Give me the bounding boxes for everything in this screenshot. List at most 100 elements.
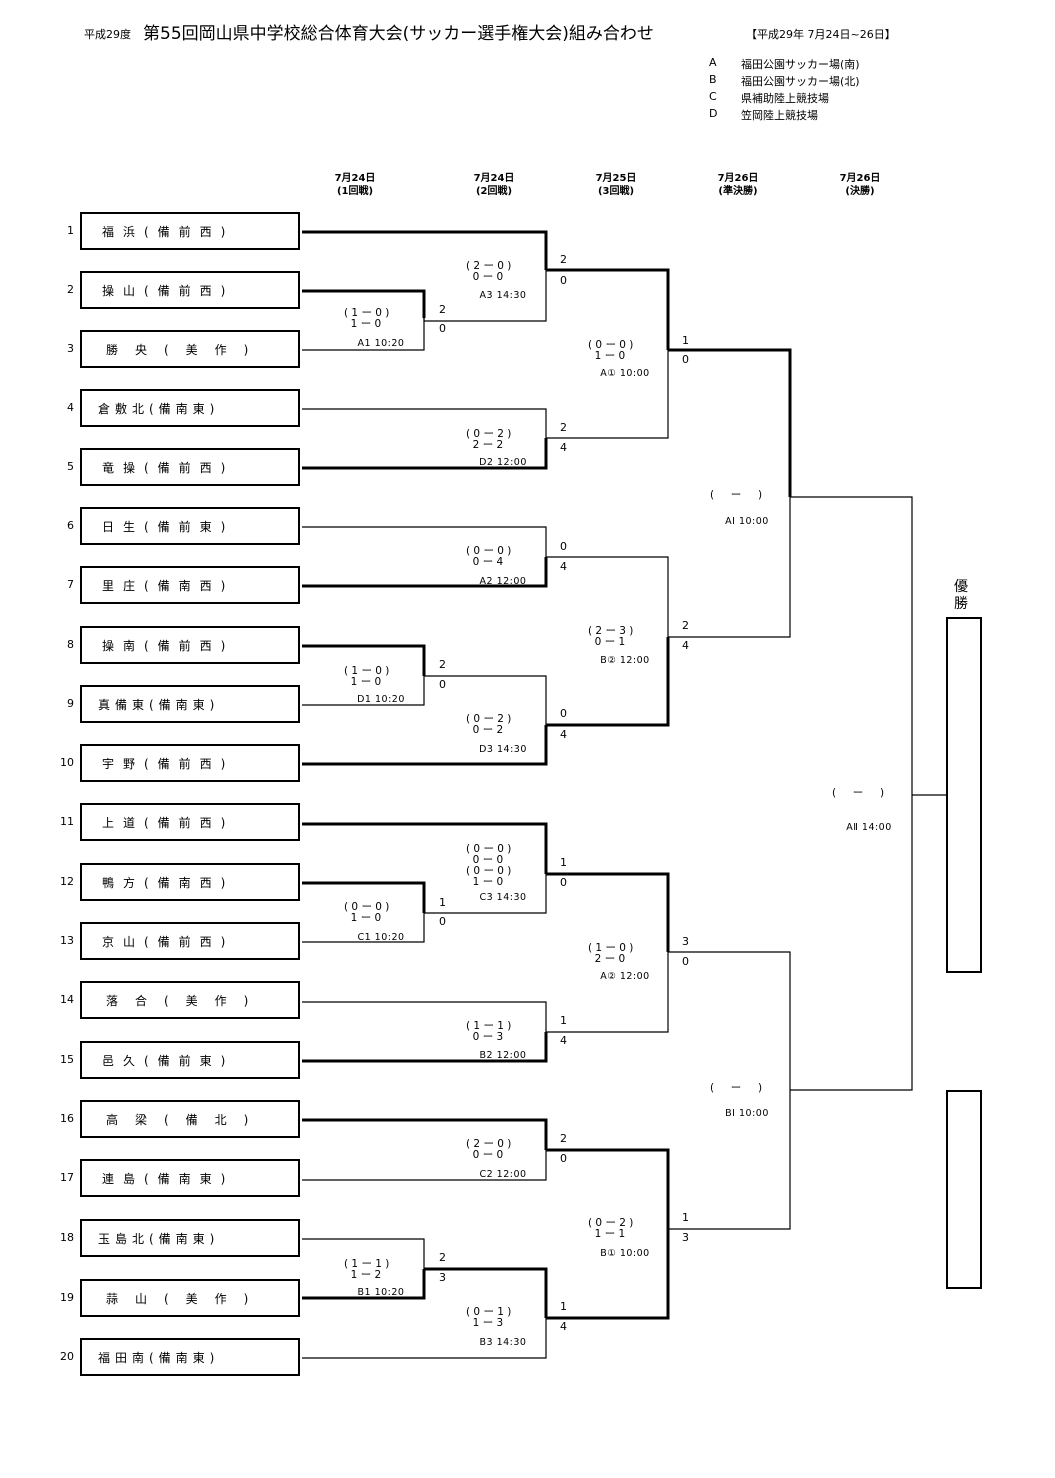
match-label: A① 10:00 bbox=[600, 368, 650, 379]
match-detail: ( ー ) bbox=[710, 489, 763, 501]
team-box: 落合(美作) bbox=[80, 981, 300, 1019]
team-box: 邑久(備前東) bbox=[80, 1041, 300, 1079]
team-box: 福田南(備南東) bbox=[80, 1338, 300, 1376]
score-bottom: 0 bbox=[560, 274, 567, 287]
bracket-line bbox=[302, 644, 426, 676]
team-number: 5 bbox=[67, 460, 74, 473]
team-box: 日生(備前東) bbox=[80, 507, 300, 545]
team-name: 福浜(備前西) bbox=[102, 225, 235, 239]
team-name: 京山(備前西) bbox=[102, 935, 235, 949]
score-bottom: 0 bbox=[439, 322, 446, 335]
bracket-line bbox=[424, 1267, 548, 1318]
team-box: 宇野(備前西) bbox=[80, 744, 300, 782]
team-number: 18 bbox=[60, 1231, 74, 1244]
match-detail: ( 0 ー 2 ) 0 ー 2 bbox=[466, 713, 512, 736]
team-box: 鴨方(備南西) bbox=[80, 863, 300, 901]
score-bottom: 4 bbox=[560, 560, 567, 573]
score-bottom: 0 bbox=[560, 1152, 567, 1165]
match-detail: ( 1 ー 1 ) 1 ー 2 bbox=[344, 1258, 390, 1281]
match-label: A1 10:20 bbox=[357, 338, 405, 349]
bracket-line bbox=[546, 872, 670, 952]
team-box: 真備東(備南東) bbox=[80, 685, 300, 723]
round-header-2: 7月24日(2回戦) bbox=[454, 172, 534, 198]
round-name: (準決勝) bbox=[718, 186, 758, 197]
team-name: 真備東(備南東) bbox=[98, 698, 220, 712]
match-label: C3 14:30 bbox=[479, 892, 527, 903]
team-number: 3 bbox=[67, 342, 74, 355]
bracket-line bbox=[302, 1238, 425, 1269]
match-detail: ( 2 ー 0 ) 0 ー 0 bbox=[466, 260, 512, 283]
team-number: 16 bbox=[60, 1112, 74, 1125]
bracket-line bbox=[302, 725, 548, 766]
venue-code: D bbox=[709, 107, 718, 120]
match-detail: ( 0 ー 0 ) 0 ー 4 bbox=[466, 545, 512, 568]
team-number: 19 bbox=[60, 1291, 74, 1304]
bracket-line bbox=[790, 496, 913, 795]
match-label: AⅠ 10:00 bbox=[725, 516, 769, 527]
team-name: 高梁(備北) bbox=[106, 1113, 266, 1127]
bracket-line bbox=[668, 951, 791, 1090]
bracket-line bbox=[546, 637, 670, 727]
page-title: 第55回岡山県中学校総合体育大会(サッカー選手権大会)組み合わせ bbox=[143, 24, 654, 44]
match-detail: ( 2 ー 3 ) 0 ー 1 bbox=[588, 625, 634, 648]
round-date: 7月25日 bbox=[595, 173, 637, 184]
score-top: 2 bbox=[439, 1251, 446, 1264]
bracket-line bbox=[546, 1229, 670, 1320]
score-top: 2 bbox=[560, 1132, 567, 1145]
match-label: A2 12:00 bbox=[479, 576, 527, 587]
bracket-line bbox=[302, 881, 426, 913]
team-number: 17 bbox=[60, 1171, 74, 1184]
match-detail: ( ー ) bbox=[710, 1082, 763, 1094]
score-bottom: 3 bbox=[682, 1231, 689, 1244]
match-label: B① 10:00 bbox=[600, 1248, 650, 1259]
team-name: 操南(備前西) bbox=[102, 639, 235, 653]
team-number: 9 bbox=[67, 697, 74, 710]
team-name: 連島(備南東) bbox=[102, 1172, 235, 1186]
team-name: 上道(備前西) bbox=[102, 816, 235, 830]
team-number: 8 bbox=[67, 638, 74, 651]
score-top: 2 bbox=[439, 303, 446, 316]
champion-label: 優勝 bbox=[954, 579, 968, 612]
match-label: B3 14:30 bbox=[479, 1337, 527, 1348]
team-name: 里庄(備南西) bbox=[102, 579, 235, 593]
venue-code: C bbox=[709, 90, 717, 103]
round-date: 7月24日 bbox=[473, 173, 515, 184]
bracket-line bbox=[302, 289, 426, 318]
team-number: 14 bbox=[60, 993, 74, 1006]
team-box: 操山(備前西) bbox=[80, 271, 300, 309]
match-label: AⅡ 14:00 bbox=[846, 822, 892, 833]
match-detail: ( 1 ー 1 ) 0 ー 3 bbox=[466, 1020, 512, 1043]
team-number: 20 bbox=[60, 1350, 74, 1363]
match-label: C1 10:20 bbox=[357, 932, 405, 943]
match-detail: ( 0 ー 0 ) 1 ー 0 bbox=[344, 901, 390, 924]
match-label: B② 12:00 bbox=[600, 655, 650, 666]
bracket-line bbox=[424, 874, 547, 914]
score-top: 2 bbox=[560, 421, 567, 434]
score-top: 1 bbox=[560, 1014, 567, 1027]
team-name: 倉敷北(備南東) bbox=[98, 402, 220, 416]
match-detail: ( 2 ー 0 ) 0 ー 0 bbox=[466, 1138, 512, 1161]
team-box: 操南(備前西) bbox=[80, 626, 300, 664]
score-top: 2 bbox=[439, 658, 446, 671]
score-bottom: 4 bbox=[560, 1320, 567, 1333]
match-detail: ( 1 ー 0 ) 1 ー 0 bbox=[344, 307, 390, 330]
team-box: 勝央(美作) bbox=[80, 330, 300, 368]
score-bottom: 0 bbox=[439, 678, 446, 691]
match-label: BⅠ 10:00 bbox=[725, 1108, 769, 1119]
round-date: 7月26日 bbox=[717, 173, 759, 184]
team-name: 竜操(備前西) bbox=[102, 461, 235, 475]
score-bottom: 3 bbox=[439, 1271, 446, 1284]
score-top: 1 bbox=[560, 856, 567, 869]
bracket-line bbox=[302, 438, 548, 470]
score-bottom: 4 bbox=[560, 728, 567, 741]
team-number: 13 bbox=[60, 934, 74, 947]
bracket-line bbox=[302, 822, 548, 874]
bracket-line bbox=[302, 676, 425, 706]
team-name: 邑久(備前東) bbox=[102, 1054, 235, 1068]
bracket-line bbox=[302, 408, 547, 438]
team-name: 操山(備前西) bbox=[102, 284, 235, 298]
team-name: 日生(備前東) bbox=[102, 520, 235, 534]
score-top: 1 bbox=[682, 334, 689, 347]
score-top: 1 bbox=[560, 1300, 567, 1313]
